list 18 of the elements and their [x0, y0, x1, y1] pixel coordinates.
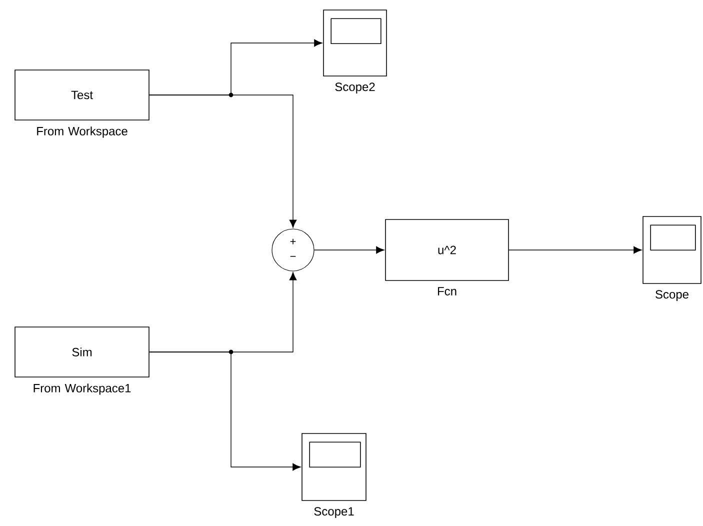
scope-block [323, 10, 387, 76]
scope-block [302, 433, 366, 501]
arrow [149, 352, 301, 471]
block: Test [14, 70, 150, 120]
block-label: Scope1 [314, 507, 354, 518]
block-label: Fcn [438, 287, 456, 296]
sign: − [290, 256, 296, 257]
sign: + [290, 238, 296, 244]
block: Sim [14, 326, 150, 378]
block-label: Scope [656, 290, 688, 301]
block: u^2 [385, 219, 509, 281]
arrow [508, 246, 642, 254]
block-label: Scope2 [335, 82, 375, 94]
arrow [149, 94, 297, 228]
block-label: From Workspace [37, 126, 128, 138]
arrow [314, 246, 384, 254]
block-label: From Workspace1 [34, 384, 131, 395]
scope-block [642, 216, 702, 284]
